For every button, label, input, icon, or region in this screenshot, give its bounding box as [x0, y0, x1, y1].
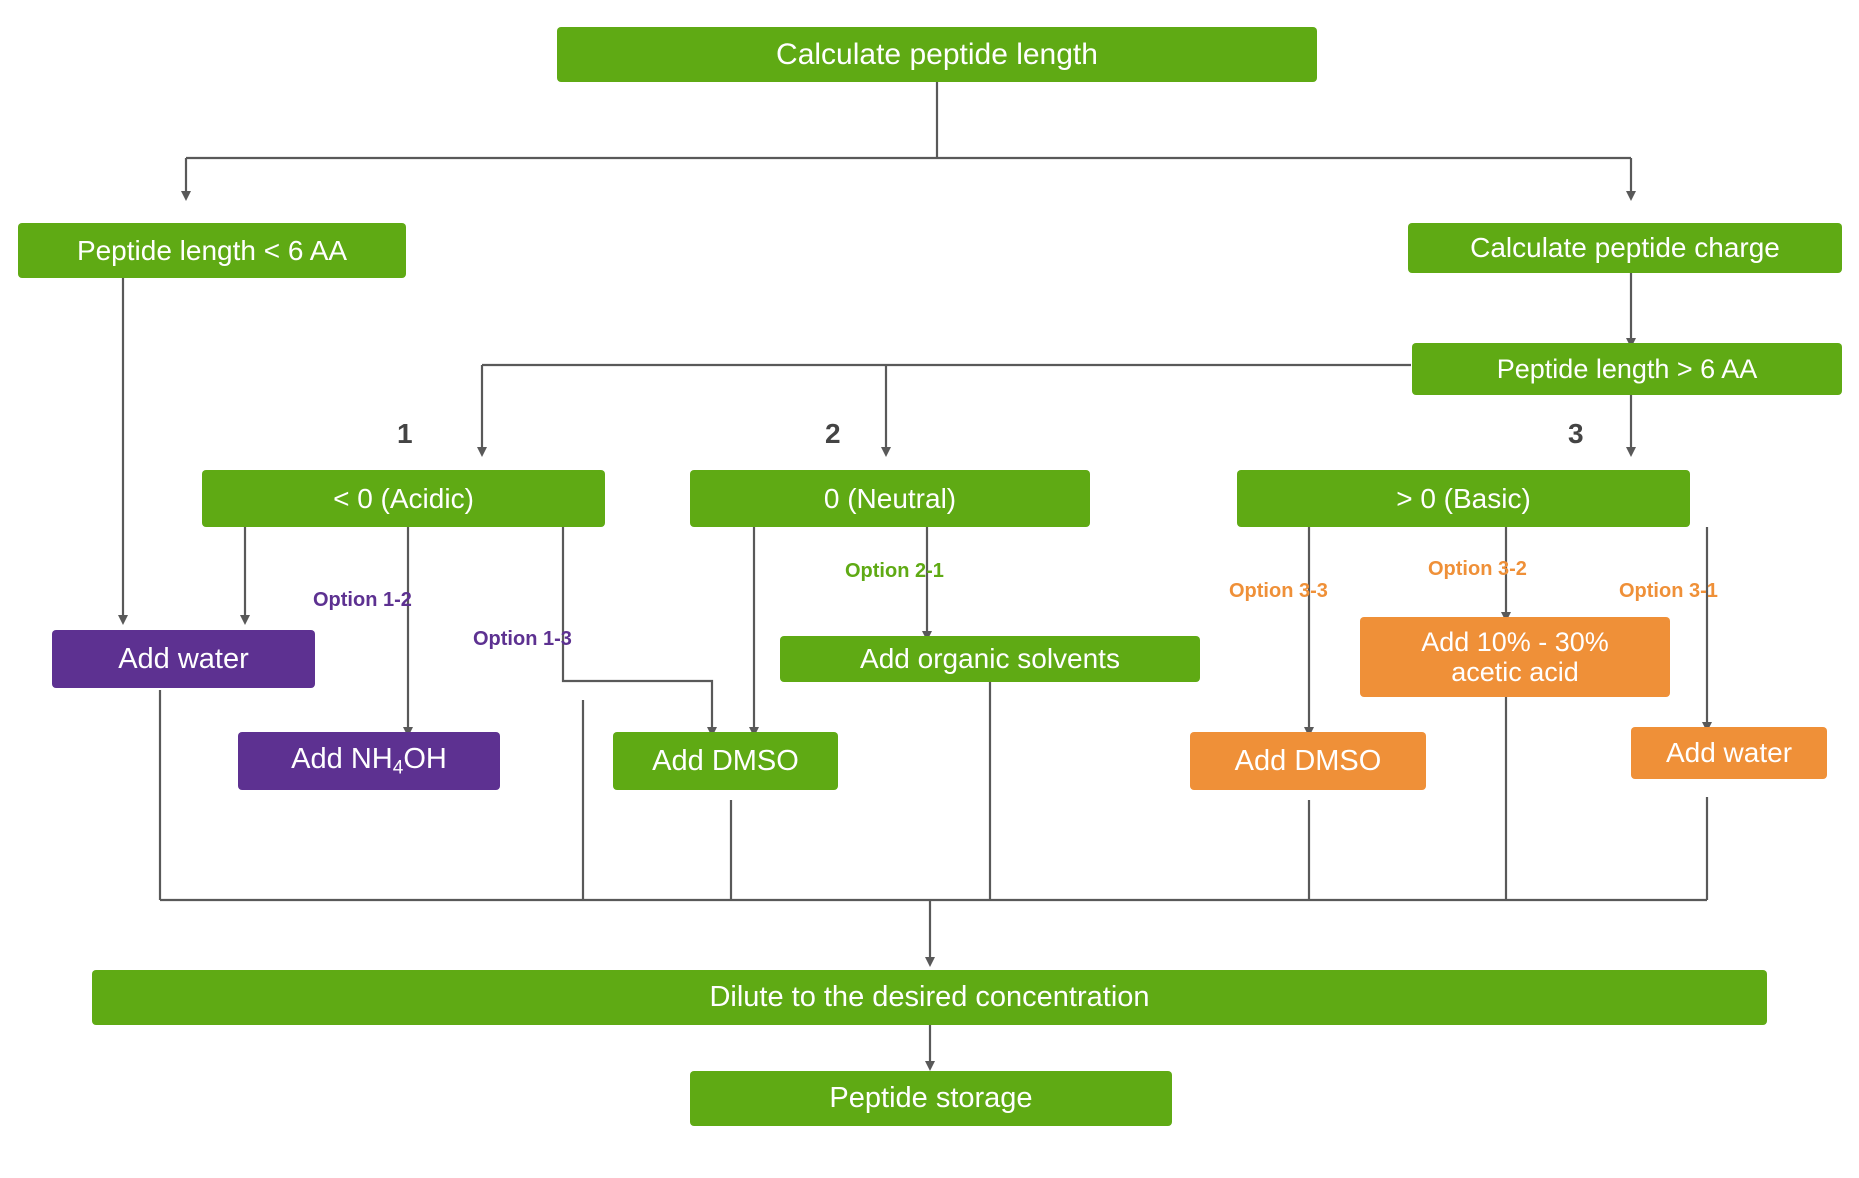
node-label: > 0 (Basic) — [1396, 482, 1531, 514]
node-label: Add water — [1665, 737, 1793, 769]
option-label-3-3: Option 3-3 — [1229, 580, 1328, 602]
node-label: Add water — [118, 642, 249, 675]
node-label: Peptide storage — [829, 1082, 1033, 1115]
node-label: Add DMSO — [1234, 744, 1382, 777]
node-label: Calculate peptide length — [776, 37, 1098, 71]
node-label: Calculate peptide charge — [1470, 232, 1780, 264]
option-label-3-2: Option 3-2 — [1428, 558, 1527, 580]
node-calculate-peptide-charge[interactable]: Calculate peptide charge — [1408, 223, 1842, 273]
option-label-1-2: Option 1-2 — [313, 589, 412, 611]
node-peptide-length-lt-6[interactable]: Peptide length < 6 AA — [18, 223, 406, 278]
branch-number-3: 3 — [1568, 418, 1584, 449]
option-label-2-1: Option 2-1 — [845, 560, 944, 582]
node-label-suffix: OH — [403, 743, 447, 776]
node-peptide-length-gt-6[interactable]: Peptide length > 6 AA — [1412, 343, 1842, 395]
node-dilute[interactable]: Dilute to the desired concentration — [92, 970, 1767, 1025]
node-label-subscript: 4 — [392, 757, 404, 779]
node-label: Peptide length < 6 AA — [76, 234, 348, 266]
node-basic[interactable]: > 0 (Basic) — [1237, 470, 1690, 527]
branch-number-2: 2 — [825, 418, 841, 449]
option-label-1-3: Option 1-3 — [473, 628, 572, 650]
node-label: < 0 (Acidic) — [333, 482, 474, 514]
node-add-dmso-left[interactable]: Add DMSO — [613, 732, 838, 790]
node-label: Add organic solvents — [860, 643, 1120, 675]
option-label-3-1: Option 3-1 — [1619, 580, 1718, 602]
node-label-line2: acetic acid — [1451, 657, 1579, 687]
node-label: Peptide length > 6 AA — [1496, 353, 1758, 384]
node-label: 0 (Neutral) — [823, 482, 957, 514]
node-label: Add NH4OH — [291, 743, 447, 779]
node-peptide-storage[interactable]: Peptide storage — [690, 1071, 1172, 1126]
node-acidic[interactable]: < 0 (Acidic) — [202, 470, 605, 527]
node-label-prefix: Add NH — [291, 743, 393, 776]
node-add-nh4oh[interactable]: Add NH4OH — [238, 732, 500, 790]
branch-number-1: 1 — [397, 418, 413, 449]
node-add-organic-solvents[interactable]: Add organic solvents — [780, 636, 1200, 682]
node-add-dmso-right[interactable]: Add DMSO — [1190, 732, 1426, 790]
node-add-water-left[interactable]: Add water — [52, 630, 315, 688]
node-add-acetic-acid[interactable]: Add 10% - 30% acetic acid — [1360, 617, 1670, 697]
node-label: Dilute to the desired concentration — [709, 981, 1150, 1014]
node-label-line1: Add 10% - 30% — [1421, 626, 1609, 657]
node-neutral[interactable]: 0 (Neutral) — [690, 470, 1090, 527]
node-calculate-peptide-length[interactable]: Calculate peptide length — [557, 27, 1317, 82]
node-add-water-right[interactable]: Add water — [1631, 727, 1827, 779]
node-label: Add DMSO — [652, 744, 799, 777]
